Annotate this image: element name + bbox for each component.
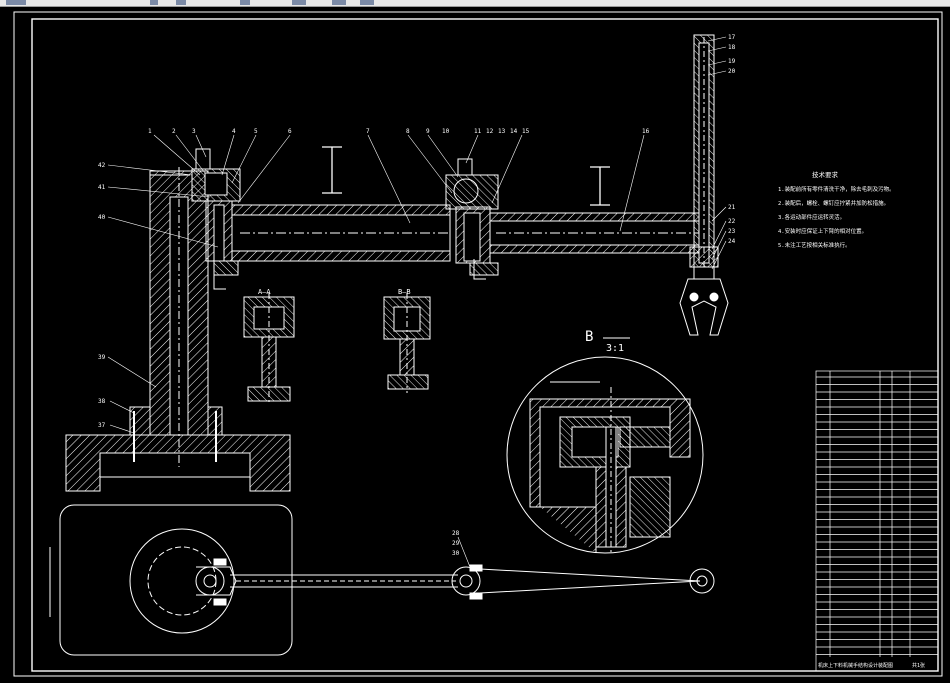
toolbar-button[interactable] (360, 0, 374, 5)
toolbar-button[interactable] (176, 0, 186, 5)
balloon: 39 (98, 354, 106, 361)
assembly-drawing: A—A B—B B 3:1 (13, 11, 943, 677)
section-ab-label: A—A (258, 288, 271, 296)
bill-of-materials (815, 370, 939, 672)
toolbar-button[interactable] (332, 0, 346, 5)
balloon: 13 (498, 128, 506, 135)
balloon: 42 (98, 162, 106, 169)
balloon: 28 (452, 530, 460, 537)
outer-frame (13, 11, 943, 677)
balloon-group-plan: 28 29 30 (452, 530, 460, 557)
drawing-canvas[interactable]: A—A B—B B 3:1 (0, 7, 950, 683)
balloon: 5 (254, 128, 258, 135)
balloon: 8 (406, 128, 410, 135)
toolbar-button[interactable] (150, 0, 158, 5)
balloon: 18 (728, 44, 736, 51)
balloon-group-column-right: 17 18 19 20 21 22 23 24 (728, 34, 736, 245)
front-view (65, 34, 729, 492)
balloon: 14 (510, 128, 518, 135)
note-line: 1.装配前所有零件清洗干净，除去毛刺及污物。 (778, 185, 895, 193)
inner-frame (31, 18, 939, 672)
balloon: 19 (728, 58, 736, 65)
section-views (243, 293, 431, 405)
notes-title: 技术要求 (812, 170, 839, 179)
balloon: 22 (728, 218, 736, 225)
balloon: 7 (366, 128, 370, 135)
balloon: 12 (486, 128, 494, 135)
balloon: 38 (98, 398, 106, 405)
balloon: 21 (728, 204, 736, 211)
balloon: 23 (728, 228, 736, 235)
balloon: 11 (474, 128, 482, 135)
note-line: 3.各运动部件应运转灵活。 (778, 213, 845, 221)
balloon: 1 (148, 128, 152, 135)
balloon: 16 (642, 128, 650, 135)
leader-lines (107, 36, 727, 568)
balloon-group-top-mid: 7 8 9 10 11 12 13 14 15 16 (366, 128, 650, 135)
balloon: 41 (98, 184, 106, 191)
balloon-group-left: 42 41 40 39 38 37 (98, 162, 106, 429)
toolbar-button[interactable] (6, 0, 26, 5)
balloon: 9 (426, 128, 430, 135)
balloon: 2 (172, 128, 176, 135)
plan-view (49, 504, 715, 656)
balloon: 20 (728, 68, 736, 75)
title-block-text: 机床上下料机械手结构设计装配图 共1张 (818, 662, 925, 669)
balloon: 37 (98, 422, 106, 429)
balloon: 4 (232, 128, 236, 135)
detail-scale: 3:1 (606, 343, 624, 354)
balloon-group-top-left: 1 2 3 4 5 6 (148, 128, 292, 135)
drawing-title: 机床上下料机械手结构设计装配图 (818, 662, 893, 669)
balloon: 10 (442, 128, 450, 135)
toolbar-button[interactable] (292, 0, 306, 5)
note-line: 4.安装时应保证上下臂的相对位置。 (778, 227, 867, 235)
balloon: 29 (452, 540, 460, 547)
balloon: 40 (98, 214, 106, 221)
sheet-count: 共1张 (912, 662, 925, 669)
section-bb-label: B—B (398, 288, 411, 296)
toolbar-button[interactable] (240, 0, 250, 5)
note-line: 2.装配后，螺栓、螺钉应拧紧并加防松措施。 (778, 199, 889, 207)
balloon: 30 (452, 550, 460, 557)
technical-notes: 技术要求 1.装配前所有零件清洗干净，除去毛刺及污物。 2.装配后，螺栓、螺钉应… (778, 170, 895, 249)
balloon: 17 (728, 34, 736, 41)
detail-letter: B (585, 329, 593, 345)
detail-view (506, 356, 704, 554)
note-line: 5.未注工艺按相关标准执行。 (778, 241, 851, 249)
balloon: 15 (522, 128, 530, 135)
toolbar-strip (0, 0, 950, 7)
balloon: 3 (192, 128, 196, 135)
balloon: 24 (728, 238, 736, 245)
balloon: 6 (288, 128, 292, 135)
